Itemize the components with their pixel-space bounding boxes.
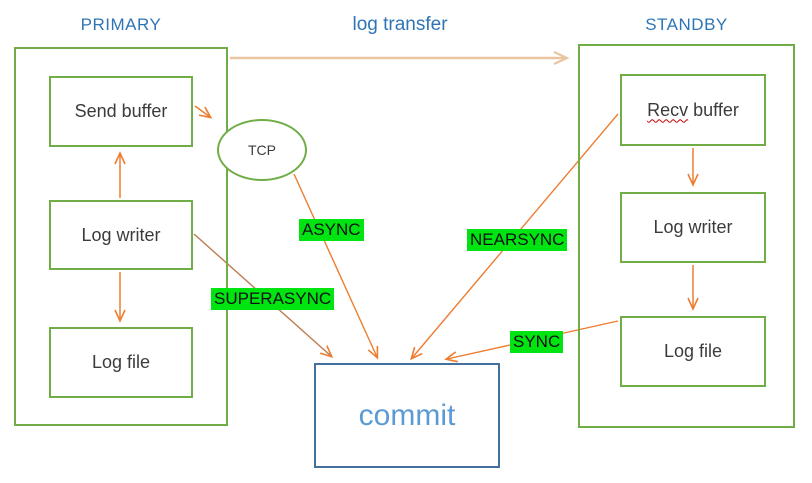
log-file-label-primary: Log file [91, 352, 151, 372]
log-file-label-standby: Log file [663, 341, 723, 361]
recv-buffer-label: Recv buffer [647, 100, 739, 121]
tcp-label: TCP [248, 142, 276, 158]
tcp-ellipse: TCP [217, 119, 307, 181]
recv-buffer-box: Recv buffer [620, 74, 766, 146]
log-file-box-standby: Log file [620, 316, 766, 387]
commit-label: commit [358, 398, 456, 432]
standby-container-box [578, 44, 795, 428]
log-writer-label-primary: Log writer [81, 224, 161, 245]
log-transfer-title: log transfer [352, 14, 448, 35]
standby-title: STANDBY [645, 15, 728, 34]
superasync-label: SUPERASYNC [211, 288, 335, 310]
log-writer-box-primary: Log writer [49, 200, 193, 270]
log-writer-label-standby: Log writer [653, 217, 733, 237]
send-buffer-label: Send buffer [74, 101, 168, 121]
primary-container-box [14, 47, 228, 426]
async-label: ASYNC [299, 219, 364, 241]
commit-box: commit [314, 363, 500, 468]
sendbuffer-to-tcp-arrow [194, 105, 213, 119]
log-file-box-primary: Log file [49, 327, 193, 398]
primary-title: PRIMARY [80, 15, 162, 34]
log-writer-box-standby: Log writer [620, 192, 766, 263]
send-buffer-box: Send buffer [49, 76, 193, 147]
recv-word-misspelled: Recv [647, 99, 689, 120]
async-line [293, 173, 379, 360]
nearsync-label: NEARSYNC [467, 229, 568, 251]
buffer-word: buffer [693, 99, 739, 120]
sync-label: SYNC [510, 331, 564, 353]
